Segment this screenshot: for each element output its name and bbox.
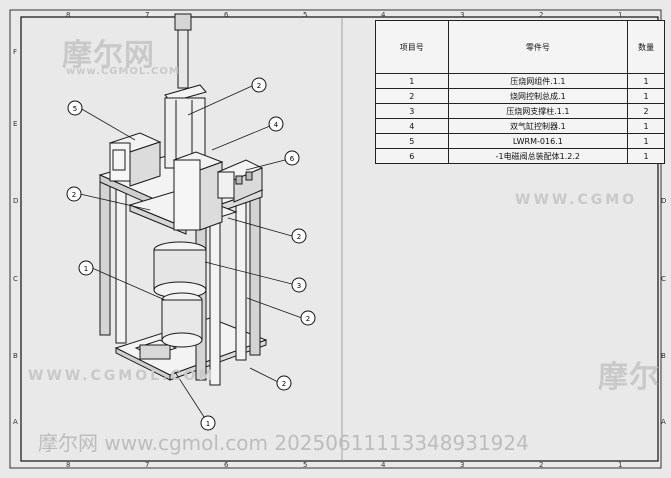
zone-label-right: B: [661, 352, 666, 360]
bom-item: 4: [375, 118, 449, 134]
callout-label: 1: [84, 265, 88, 273]
zone-label-left: C: [13, 275, 18, 283]
watermark-url-band: WWW.CGMOL.COM: [28, 368, 216, 384]
bom-qty: 1: [627, 73, 665, 89]
leader-lines: [79, 85, 303, 421]
bom-item: 6: [375, 148, 449, 164]
zone-label-right: A: [661, 418, 666, 426]
zone-label-top: 8: [66, 11, 71, 19]
zone-label-right: D: [661, 197, 667, 205]
inner-frame: [20, 16, 659, 462]
zone-label-left: D: [13, 197, 19, 205]
bom-header-qty: 数量: [627, 20, 665, 74]
table-row: 1 压烧网组件.1.1 1: [375, 73, 665, 89]
zone-label-top: 2: [539, 11, 544, 19]
bom-table: 项目号 零件号 数量 1 压烧网组件.1.1 1 2 烧网控制总成.1 1 3 …: [375, 20, 665, 164]
callout-balloons: 2 5 4 6 2 2 1 3 2 2 1: [66, 77, 316, 431]
bom-item: 2: [375, 88, 449, 104]
callout-label: 2: [257, 82, 261, 90]
bom-qty: 2: [627, 103, 665, 119]
watermark-logo: 摩尔网: [62, 38, 155, 73]
bom-header-row: 项目号 零件号 数量: [375, 20, 665, 74]
zone-label-bottom: 4: [381, 461, 386, 469]
watermark-url-right: WWW.CGMO: [515, 192, 638, 208]
zone-label-top: 3: [460, 11, 465, 19]
zone-label-bottom: 2: [539, 461, 544, 469]
table-row: 6 -1电磁阀总装配体1.2.2 1: [375, 148, 665, 164]
bom-part: 压烧网支撑柱.1.1: [447, 103, 629, 119]
bom-part: LWRM-016.1: [447, 133, 629, 149]
bom-header-item: 项目号: [375, 20, 449, 74]
callout-label: 6: [290, 155, 295, 163]
zone-label-left: E: [13, 120, 18, 128]
zone-label-bottom: 7: [145, 461, 150, 469]
bom-part: 压烧网组件.1.1: [447, 73, 629, 89]
bom-item: 5: [375, 133, 449, 149]
assembly-drawing: [98, 13, 268, 386]
bom-header-part: 零件号: [447, 20, 629, 74]
bom-part: -1电磁阀总装配体1.2.2: [447, 148, 629, 164]
table-row: 3 压烧网支撑柱.1.1 2: [375, 103, 665, 119]
watermark-logo-short: 摩尔: [598, 360, 660, 395]
callout-label: 2: [282, 380, 286, 388]
outer-frame: [9, 9, 662, 469]
table-row: 2 烧网控制总成.1 1: [375, 88, 665, 104]
callout-label: 2: [72, 191, 76, 199]
bom-qty: 1: [627, 88, 665, 104]
bom-item: 1: [375, 73, 449, 89]
zone-label-top: 5: [303, 11, 308, 19]
zone-label-bottom: 6: [224, 461, 229, 469]
bom-qty: 1: [627, 133, 665, 149]
callout-label: 5: [73, 105, 77, 113]
bom-qty: 1: [627, 148, 665, 164]
zone-label-top: 6: [224, 11, 229, 19]
table-row: 4 双气缸控制器.1 1: [375, 118, 665, 134]
zone-label-left: F: [13, 48, 18, 56]
zone-label-bottom: 1: [618, 461, 623, 469]
zone-label-top: 4: [381, 11, 386, 19]
callout-label: 4: [274, 121, 279, 129]
zone-label-bottom: 5: [303, 461, 308, 469]
bom-item: 3: [375, 103, 449, 119]
zone-label-top: 7: [145, 11, 150, 19]
bom-part: 双气缸控制器.1: [447, 118, 629, 134]
zone-label-right: C: [661, 275, 666, 283]
image-caption-watermark: 摩尔网 www.cgmol.com 20250611113348931924: [38, 431, 529, 455]
bom-part: 烧网控制总成.1: [447, 88, 629, 104]
bom-qty: 1: [627, 118, 665, 134]
zone-label-bottom: 8: [66, 461, 71, 469]
zone-label-left: A: [13, 418, 18, 426]
callout-label: 2: [306, 315, 310, 323]
callout-label: 3: [297, 282, 301, 290]
callout-label: 1: [206, 420, 210, 428]
callout-label: 2: [297, 233, 301, 241]
zone-label-bottom: 3: [460, 461, 465, 469]
zone-label-left: B: [13, 352, 18, 360]
watermark-logo-url: www.CGMOL.COM: [66, 66, 180, 77]
table-row: 5 LWRM-016.1 1: [375, 133, 665, 149]
zone-label-top: 1: [618, 11, 623, 19]
